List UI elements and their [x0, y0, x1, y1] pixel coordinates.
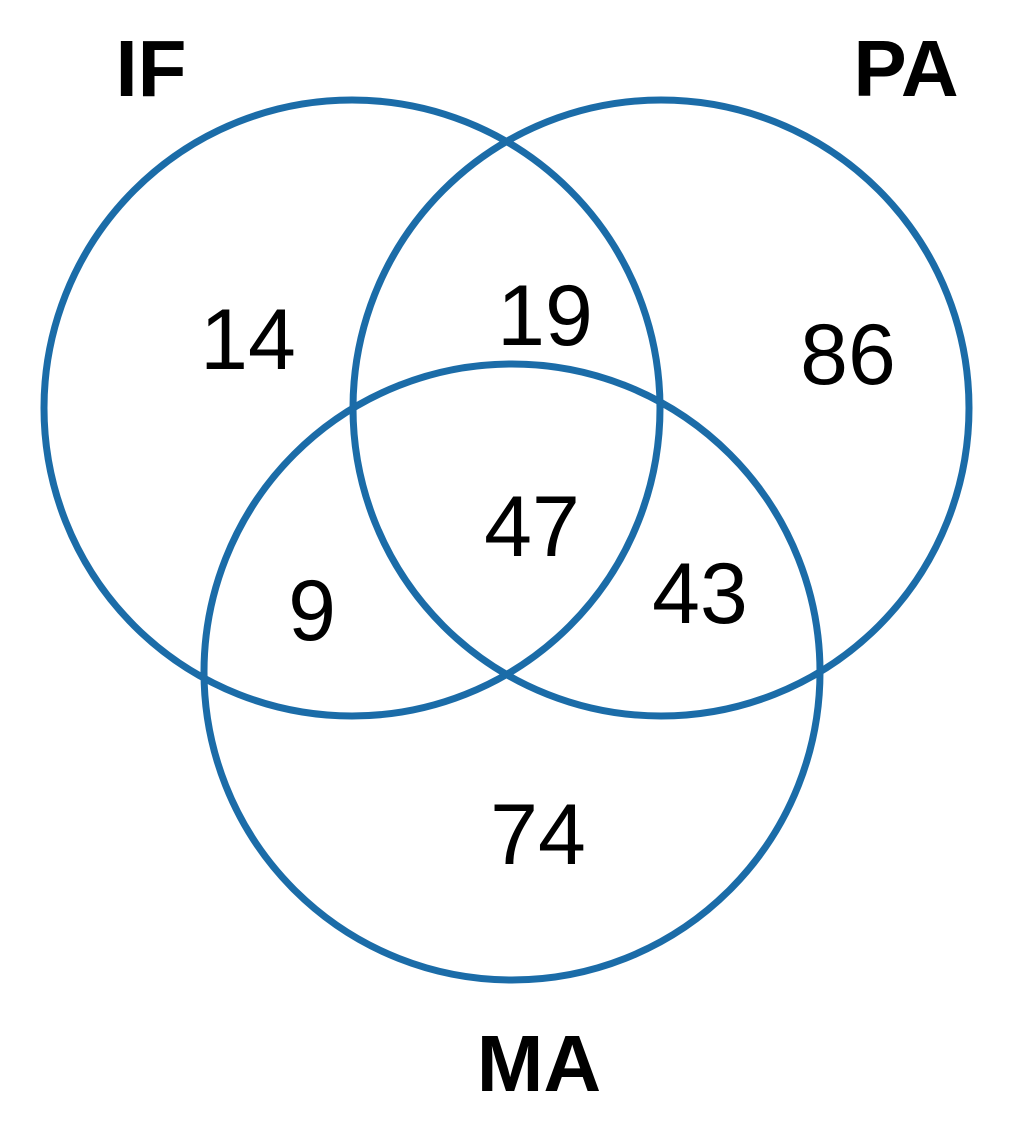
set-label-ma: MA [476, 1019, 602, 1108]
set-label-pa: PA [853, 24, 959, 113]
region-count-pa-only: 86 [800, 307, 896, 403]
venn-circle-if [40, 96, 664, 720]
region-count-if-pa-ma: 47 [484, 479, 580, 575]
region-count-pa-ma: 43 [652, 546, 748, 642]
set-label-if: IF [115, 24, 187, 113]
region-count-if-ma: 9 [288, 563, 336, 659]
venn-circle-ma [200, 360, 824, 984]
region-count-ma-only: 74 [490, 787, 586, 883]
region-count-if-pa: 19 [497, 268, 593, 364]
region-count-if-only: 14 [200, 292, 296, 388]
